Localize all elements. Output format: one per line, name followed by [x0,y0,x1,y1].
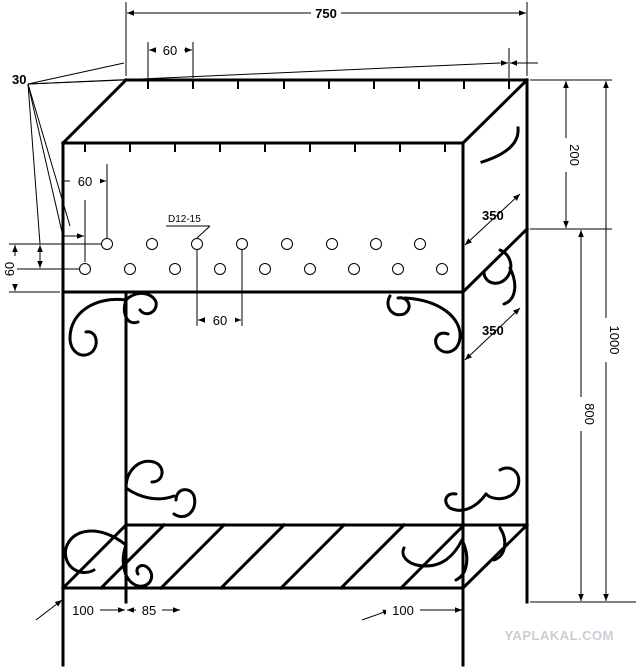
legs [61,227,529,667]
decorative-scrolls [63,248,521,588]
hole-pitch-label: 60 [213,313,227,328]
air-holes [79,238,448,275]
leg-inset-right-label: 100 [392,603,414,618]
overall-width-label: 750 [315,6,337,21]
depth-bottom-label: 350 [482,323,504,338]
skewer-slot-curve [480,126,520,164]
lower-shelf [60,522,530,591]
overall-height-label: 1000 [607,326,622,355]
leg-inset-left-label: 100 [72,603,94,618]
box-top-left-edge [60,77,129,146]
top-hole-spacing-label: 60 [163,43,177,58]
depth-top-label: 350 [482,208,504,223]
firebox [60,77,530,295]
watermark: YAPLAKAL.COM [504,628,614,643]
skewer-notches [84,80,510,152]
leg-height-label: 800 [582,403,597,425]
shelf-offset-label: 85 [142,603,156,618]
side-hole-offset-label: 60 [2,262,17,276]
box-top-right-edge [460,77,530,146]
dimension-lines [9,2,636,621]
front-hole-offset-label: 60 [78,174,92,189]
box-height-label: 200 [567,144,582,166]
edge-offset-label: 30 [12,72,26,87]
dimension-labels: 750 60 30 60 D12-15 60 60 200 350 350 80… [2,5,622,618]
hole-diameter-label: D12-15 [168,214,201,225]
